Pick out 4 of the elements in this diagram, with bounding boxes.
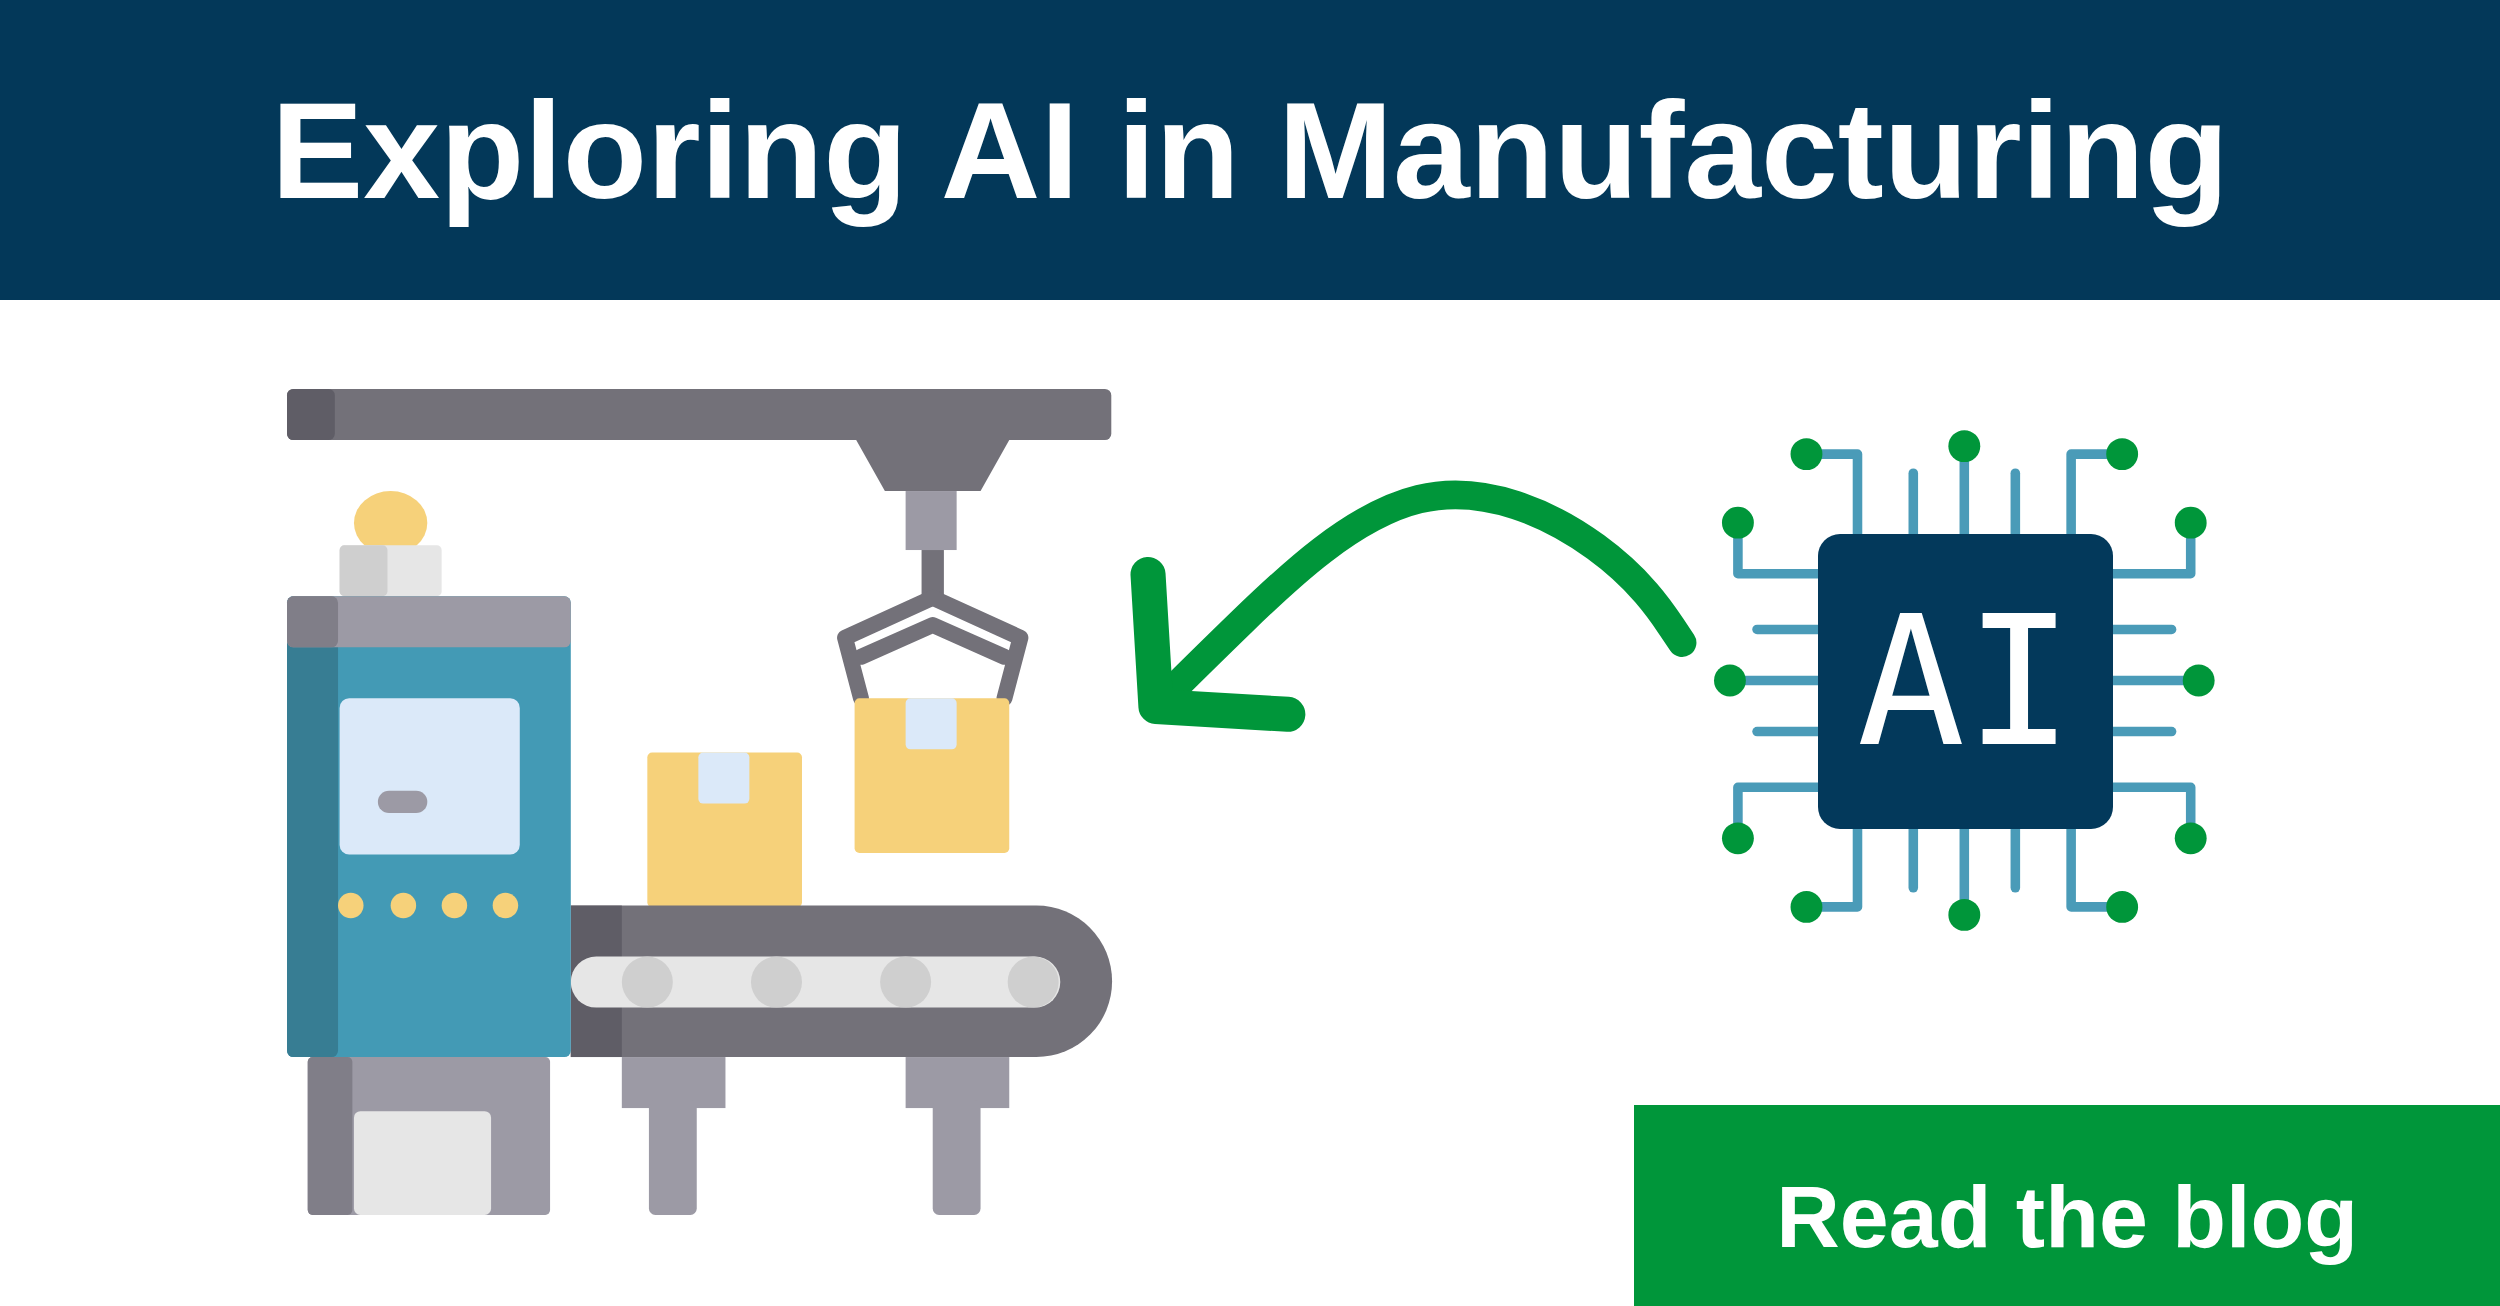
read-blog-banner: Read the blog	[1634, 1104, 2500, 1306]
chip-label: AI	[1856, 591, 2074, 772]
curved-arrow	[1130, 480, 1697, 732]
title: Exploring AI in Manufacturing	[271, 71, 2229, 229]
